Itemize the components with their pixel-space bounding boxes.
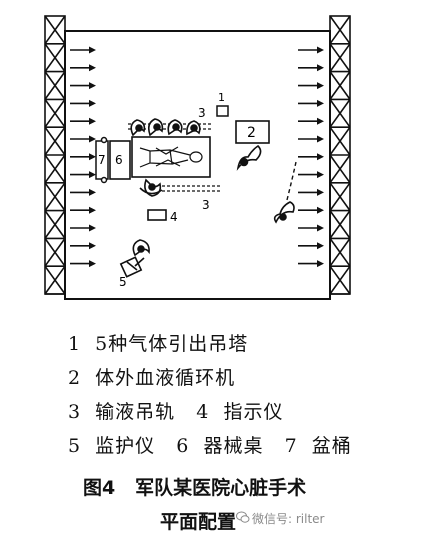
airflow-arrow-head	[89, 206, 96, 214]
perfusionist-figure	[236, 144, 262, 171]
legend-line-1: 1 5种气体引出吊塔	[68, 333, 249, 355]
wall-hatch-segment	[44, 43, 66, 73]
airflow-arrow-head	[89, 64, 96, 72]
left-airflow-arrows	[70, 46, 96, 268]
airflow-arrow-head	[89, 153, 96, 161]
wall-hatch-segment	[329, 71, 351, 101]
airflow-arrow-head	[317, 46, 324, 54]
airflow-arrow-head	[317, 224, 324, 232]
airflow-arrow-head	[317, 260, 324, 268]
figure-caption-line-2: 平面配置	[160, 511, 237, 533]
wall-hatch-segment	[329, 210, 351, 240]
surgeon-figure-bottom	[139, 178, 163, 197]
wall-hatch-segment	[44, 210, 66, 240]
airflow-arrow-head	[317, 135, 324, 143]
airflow-arrow-head	[89, 224, 96, 232]
operating-room-floor-plan: 1 2 3 3 7 6	[44, 15, 351, 300]
left-air-wall	[44, 15, 66, 295]
label-7: 7	[98, 153, 106, 167]
airflow-arrow-head	[89, 46, 96, 54]
wall-hatch-segment	[44, 15, 66, 45]
airflow-arrow-head	[317, 242, 324, 250]
wall-hatch-segment	[329, 265, 351, 295]
label-4: 4	[170, 210, 178, 224]
airflow-arrow-head	[317, 117, 324, 125]
airflow-arrow-head	[317, 206, 324, 214]
monitor-5-figure	[119, 239, 150, 278]
wall-hatch-segment	[44, 154, 66, 184]
wall-hatch-segment	[329, 182, 351, 212]
instrument-table-6	[109, 140, 131, 180]
airflow-arrow-head	[89, 82, 96, 90]
airflow-arrow-head	[89, 242, 96, 250]
wall-hatch-segment	[329, 154, 351, 184]
wall-hatch-segment	[329, 43, 351, 73]
airflow-arrow-head	[89, 188, 96, 196]
walking-path-dashed	[286, 161, 297, 201]
airflow-arrow-head	[317, 188, 324, 196]
airflow-arrow-head	[89, 260, 96, 268]
surgeon-figures-top	[130, 118, 201, 137]
airflow-arrow-head	[317, 153, 324, 161]
wall-hatch-segment	[329, 237, 351, 267]
infusion-rail-bottom	[162, 185, 220, 192]
walking-person-figure	[273, 201, 295, 224]
room-boundary	[64, 30, 331, 300]
label-6: 6	[115, 153, 123, 167]
right-air-wall	[329, 15, 351, 295]
legend-line-4: 5 监护仪 6 器械桌 7 盆桶	[68, 435, 352, 457]
airflow-arrow-head	[317, 82, 324, 90]
right-airflow-arrows	[298, 46, 324, 268]
airflow-arrow-head	[89, 99, 96, 107]
wall-hatch-segment	[329, 98, 351, 128]
wall-hatch-segment	[44, 98, 66, 128]
airflow-arrow-head	[317, 171, 324, 179]
label-3-top: 3	[198, 106, 206, 120]
label-1: 1	[218, 91, 225, 104]
legend-line-3: 3 输液吊轨 4 指示仪	[68, 401, 284, 423]
wall-hatch-segment	[329, 15, 351, 45]
watermark-text: 微信号: rilter	[252, 512, 325, 526]
airflow-arrow-head	[89, 171, 96, 179]
legend-line-2: 2 体外血液循环机	[68, 367, 236, 389]
wechat-icon	[236, 511, 250, 523]
airflow-arrow-head	[89, 135, 96, 143]
wall-hatch-segment	[44, 182, 66, 212]
wall-hatch-segment	[44, 237, 66, 267]
airflow-arrow-head	[317, 64, 324, 72]
airflow-arrow-head	[317, 99, 324, 107]
heart-lung-machine	[235, 120, 270, 144]
airflow-arrow-head	[89, 117, 96, 125]
gas-tower-1	[216, 105, 229, 117]
patient-figure	[139, 146, 203, 168]
figure-caption-line-1: 图4 军队某医院心脏手术	[83, 477, 307, 499]
indicator-4	[147, 209, 167, 221]
basin-7	[95, 136, 109, 184]
wall-hatch-segment	[44, 126, 66, 156]
wall-hatch-segment	[44, 265, 66, 295]
wall-hatch-segment	[44, 71, 66, 101]
label-3-bottom: 3	[202, 198, 210, 212]
label-2: 2	[247, 125, 256, 141]
label-5: 5	[119, 275, 127, 289]
operating-table	[131, 136, 211, 178]
wall-hatch-segment	[329, 126, 351, 156]
